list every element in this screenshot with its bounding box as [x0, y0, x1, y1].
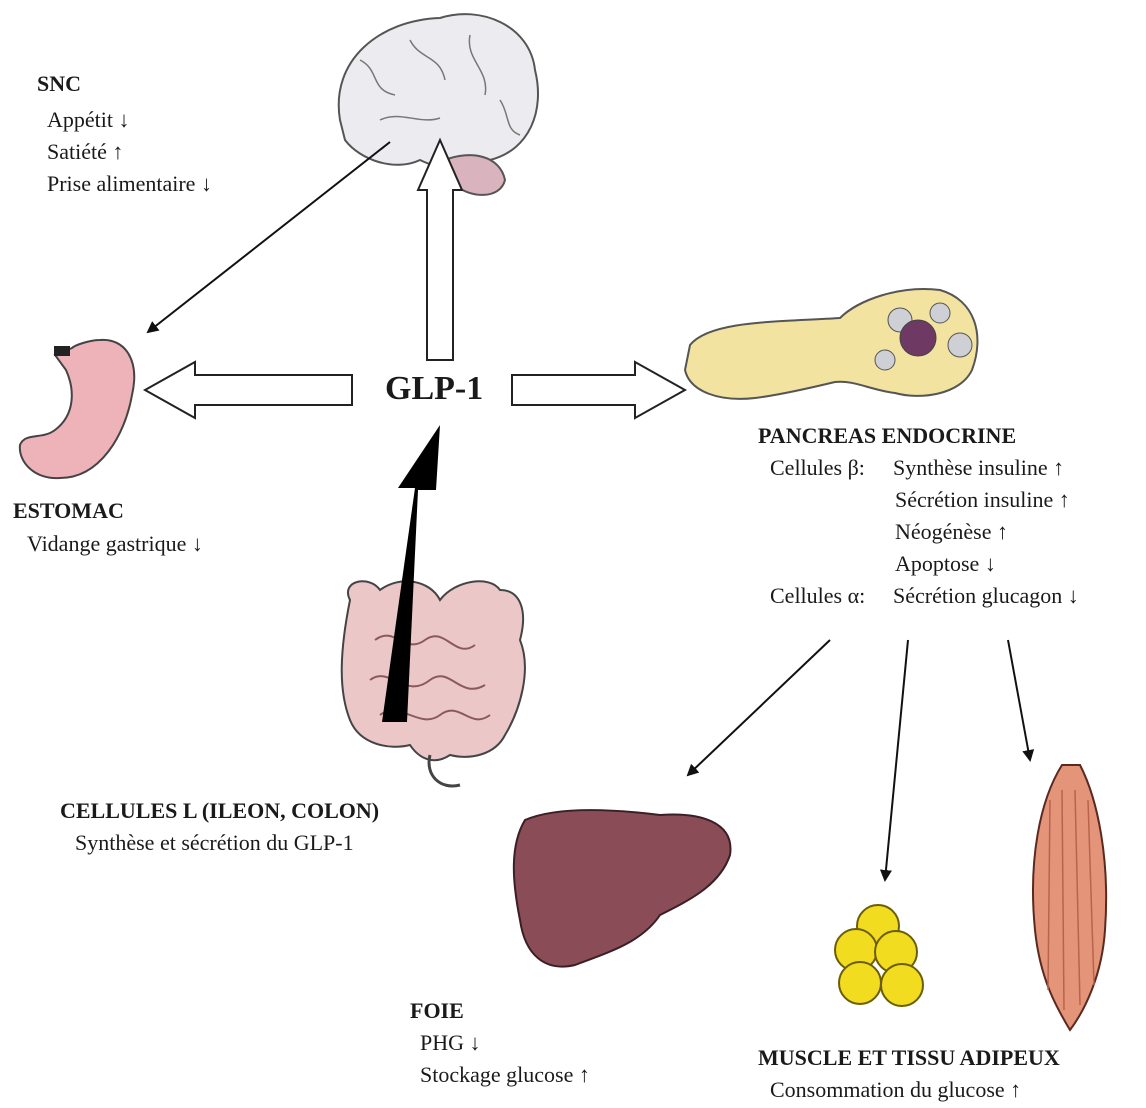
muscle-line-1: Consommation du glucose ↑ — [770, 1074, 1021, 1106]
arrow-to-pancreas — [512, 362, 685, 418]
fat-cells-icon — [835, 905, 923, 1006]
pancreas-icon — [685, 289, 977, 399]
arrow-pancreas-to-liver — [688, 640, 830, 775]
snc-line-2: Satiété ↑ — [47, 136, 123, 168]
pancreas-beta-line-3: Néogénèse ↑ — [895, 516, 1008, 548]
cellules-l-line-1: Synthèse et sécrétion du GLP-1 — [75, 827, 354, 859]
pancreas-beta-line-4: Apoptose ↓ — [895, 548, 996, 580]
arrow-to-stomach — [145, 362, 352, 418]
stomach-icon — [20, 340, 134, 478]
intestine-icon — [342, 581, 525, 786]
snc-line-3: Prise alimentaire ↓ — [47, 168, 212, 200]
pancreas-title: PANCREAS ENDOCRINE — [758, 420, 1016, 452]
pancreas-alpha-line: Sécrétion glucagon ↓ — [893, 580, 1079, 612]
liver-icon — [514, 810, 731, 967]
estomac-title: ESTOMAC — [13, 495, 124, 527]
arrow-pancreas-to-fat — [885, 640, 908, 880]
arrow-pancreas-to-muscle — [1008, 640, 1030, 760]
pancreas-beta-line-2: Sécrétion insuline ↑ — [895, 484, 1070, 516]
snc-title: SNC — [37, 68, 81, 100]
snc-line-1: Appétit ↓ — [47, 104, 130, 136]
pancreas-alpha-label: Cellules α: — [770, 580, 865, 612]
cellules-l-title: CELLULES L (ILEON, COLON) — [60, 795, 379, 827]
foie-line-2: Stockage glucose ↑ — [420, 1059, 590, 1091]
pancreas-beta-line-1: Synthèse insuline ↑ — [893, 452, 1064, 484]
pancreas-beta-label: Cellules β: — [770, 452, 865, 484]
foie-title: FOIE — [410, 995, 464, 1027]
foie-line-1: PHG ↓ — [420, 1027, 481, 1059]
glp1-label: GLP-1 — [385, 370, 483, 408]
estomac-line-1: Vidange gastrique ↓ — [27, 528, 203, 560]
arrow-to-brain — [418, 140, 462, 360]
muscle-icon — [1033, 765, 1106, 1030]
muscle-title: MUSCLE ET TISSU ADIPEUX — [758, 1042, 1060, 1074]
